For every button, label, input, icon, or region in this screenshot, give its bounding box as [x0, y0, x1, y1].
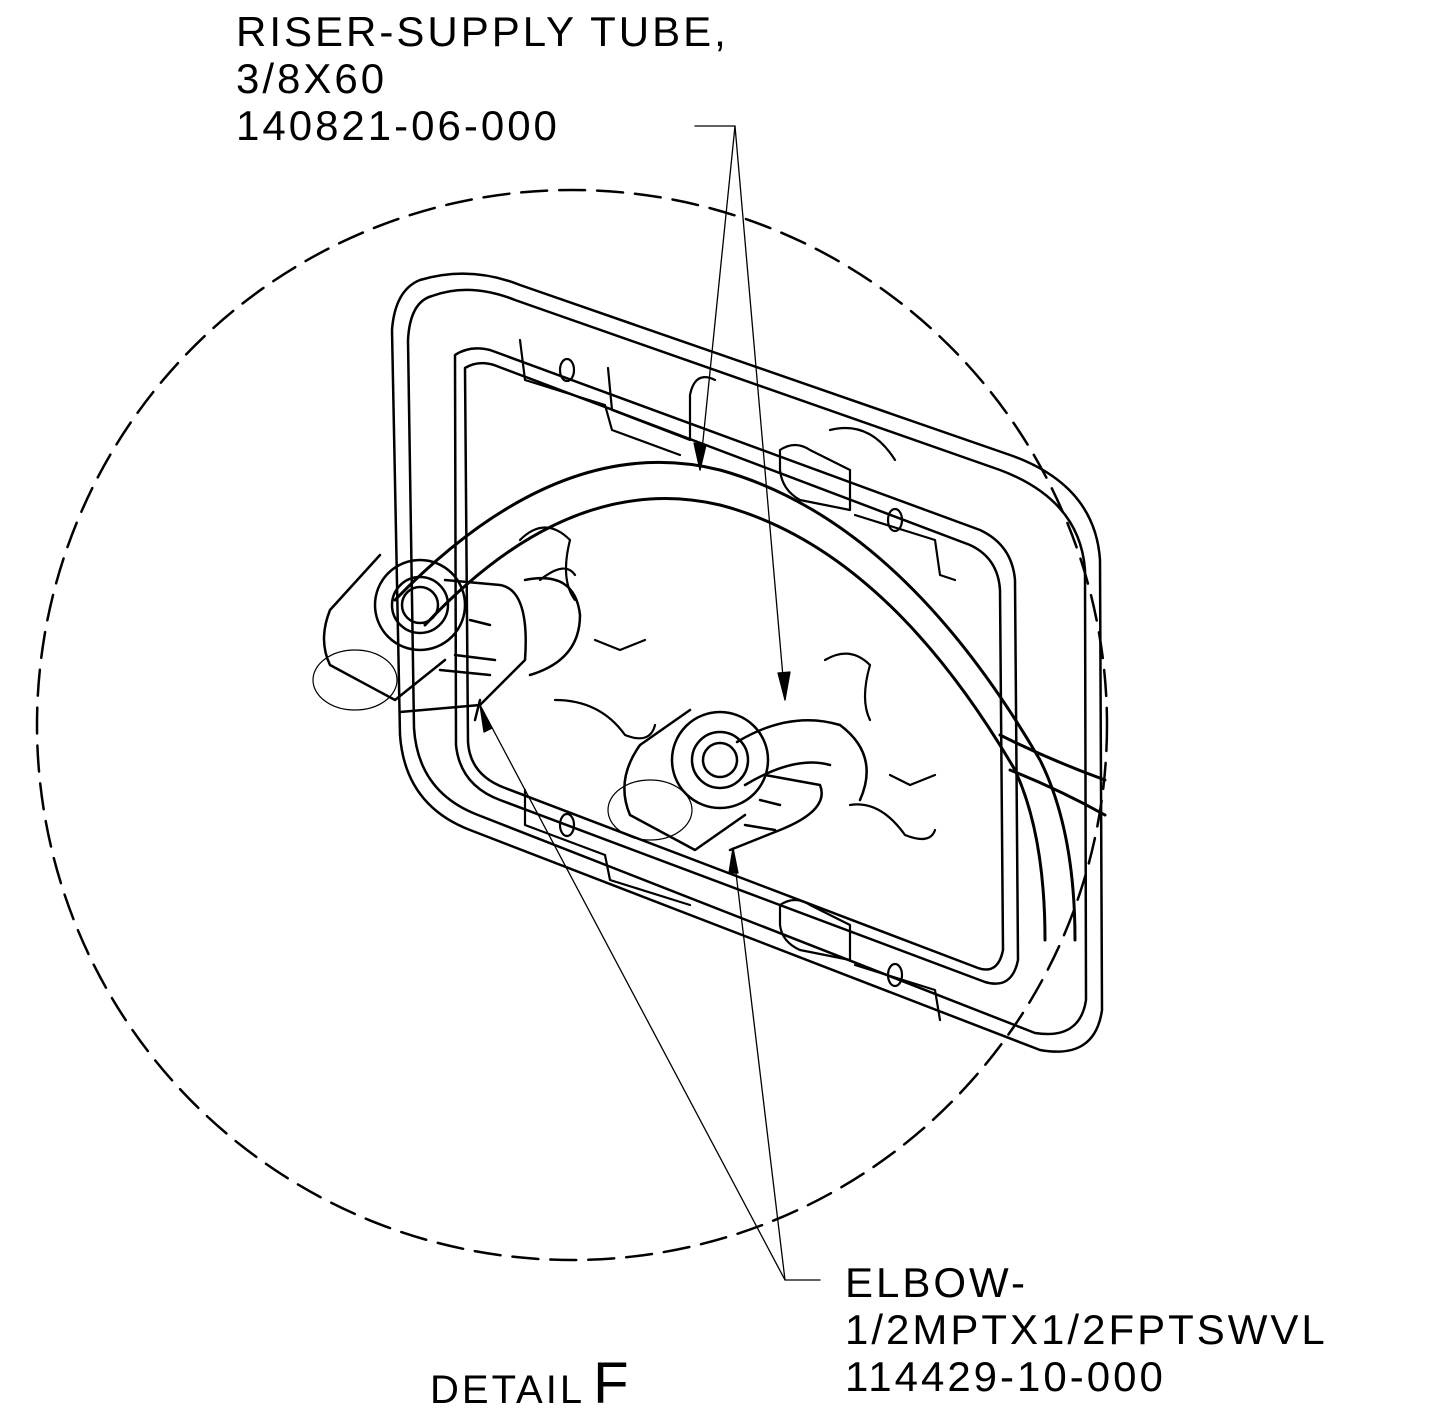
callout-bottom-line2: 1/2MPTX1/2FPTSWVL	[845, 1306, 1328, 1353]
leader-lines	[479, 125, 821, 1281]
riser-supply-tube	[393, 460, 1107, 942]
mounting-tabs	[518, 338, 957, 1022]
right-elbow-fitting	[607, 708, 868, 852]
callout-bottom-line1: ELBOW-	[845, 1259, 1028, 1306]
callout-bottom-line3: 114429-10-000	[845, 1353, 1166, 1400]
callout-elbow: ELBOW- 1/2MPTX1/2FPTSWVL 114429-10-000	[845, 1259, 1328, 1400]
callout-top-line3: 140821-06-000	[236, 102, 560, 149]
callout-top-line2: 3/8X60	[236, 55, 388, 102]
detail-boundary-circle	[35, 188, 1109, 1262]
callout-top-line1: RISER-SUPPLY TUBE,	[236, 8, 729, 55]
callout-riser-supply-tube: RISER-SUPPLY TUBE, 3/8X60 140821-06-000	[236, 8, 729, 149]
mounting-frame	[390, 272, 1104, 1053]
left-elbow-fitting	[312, 553, 582, 722]
valve-bodies	[518, 526, 937, 841]
detail-word: DETAIL	[430, 1368, 586, 1412]
detail-letter: F	[593, 1351, 632, 1416]
